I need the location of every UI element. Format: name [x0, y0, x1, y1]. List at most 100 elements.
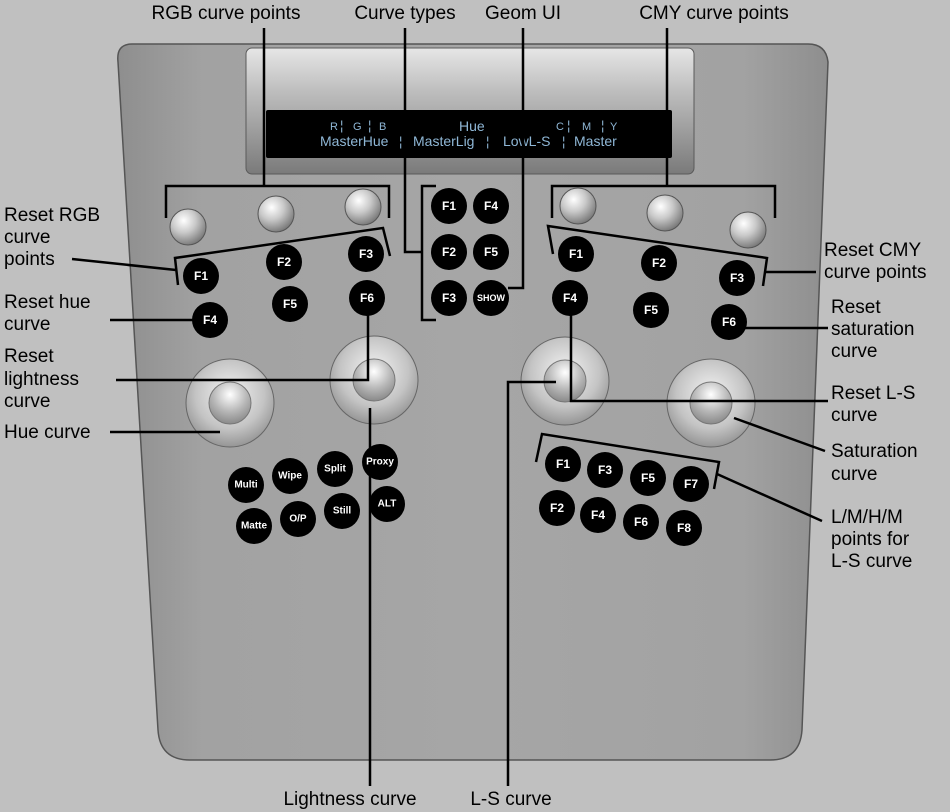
leader-lmhm-points: [716, 472, 823, 523]
svg-text:F6: F6: [634, 515, 648, 529]
svg-text:F4: F4: [484, 199, 498, 213]
svg-text:Wipe: Wipe: [278, 471, 302, 482]
leader-geom-ui: [508, 28, 525, 290]
display-curve-masterlig: MasterLig: [413, 133, 474, 149]
saturation-trackball[interactable]: [666, 358, 756, 448]
label-lmhm-line1: L/M/H/M: [831, 507, 903, 528]
label-reset-saturation-line3: curve: [831, 341, 877, 362]
svg-text:F3: F3: [359, 247, 373, 261]
key-left-f3[interactable]: F3: [348, 236, 384, 272]
svg-text:F2: F2: [550, 501, 564, 515]
svg-text:F4: F4: [591, 508, 605, 522]
reset-lightness-key-f6[interactable]: F6: [349, 280, 385, 316]
matte-key[interactable]: Matte: [236, 508, 272, 544]
svg-text:F5: F5: [484, 245, 498, 259]
ls-point-key-f1[interactable]: F1: [545, 446, 581, 482]
show-key[interactable]: SHOW: [473, 280, 509, 316]
label-reset-hue-line2: curve: [4, 314, 50, 335]
curve-type-key-f2[interactable]: F2: [431, 234, 467, 270]
label-reset-lightness-line2: lightness: [4, 369, 79, 390]
svg-text:ALT: ALT: [378, 499, 397, 510]
still-key[interactable]: Still: [324, 493, 360, 529]
cmy-knob-2[interactable]: [646, 194, 684, 232]
multi-key[interactable]: Multi: [228, 467, 264, 503]
svg-text:Multi: Multi: [234, 480, 258, 491]
label-lmhm-line3: L-S curve: [831, 551, 912, 572]
display-separator: ¦: [399, 134, 402, 149]
svg-text:F3: F3: [442, 291, 456, 305]
cmy-knob-1[interactable]: [559, 187, 597, 225]
display-label-y: Y: [610, 121, 618, 133]
leader-curve-types: [403, 28, 422, 254]
svg-text:F1: F1: [442, 199, 456, 213]
split-key[interactable]: Split: [317, 451, 353, 487]
hue-trackball[interactable]: [185, 358, 275, 448]
svg-text:Proxy: Proxy: [366, 457, 394, 468]
ls-point-key-f5[interactable]: F5: [630, 460, 666, 496]
svg-text:F2: F2: [652, 256, 666, 270]
key-right-f2[interactable]: F2: [641, 245, 677, 281]
display-curve-masterhue: MasterHue: [320, 133, 389, 149]
reset-cmy-key-f3[interactable]: F3: [719, 260, 755, 296]
rgb-knob-3[interactable]: [344, 188, 382, 226]
svg-text:F1: F1: [569, 247, 583, 261]
key-right-f5[interactable]: F5: [633, 292, 669, 328]
display-separator: ¦: [368, 118, 371, 133]
leader-reset-ls: [569, 312, 828, 403]
svg-text:F2: F2: [442, 245, 456, 259]
ls-point-key-f2[interactable]: F2: [539, 490, 575, 526]
label-cmy-curve-points: CMY curve points: [639, 3, 789, 24]
svg-text:F3: F3: [730, 271, 744, 285]
output-key[interactable]: O/P: [280, 501, 316, 537]
lightness-trackball[interactable]: [329, 335, 419, 425]
label-reset-saturation-line2: saturation: [831, 319, 914, 340]
svg-text:F1: F1: [194, 269, 208, 283]
label-saturation-curve-line1: Saturation: [831, 441, 918, 462]
proxy-key[interactable]: Proxy: [362, 444, 398, 480]
svg-text:F3: F3: [598, 463, 612, 477]
ls-point-key-f4[interactable]: F4: [580, 497, 616, 533]
reset-rgb-key-f1[interactable]: F1: [183, 258, 219, 294]
svg-text:F6: F6: [360, 291, 374, 305]
rgb-knob-bracket: [164, 184, 391, 218]
wipe-key[interactable]: Wipe: [272, 458, 308, 494]
ls-point-key-f7[interactable]: F7: [673, 466, 709, 502]
reset-hue-key-f4[interactable]: F4: [192, 302, 228, 338]
leader-saturation-curve: [733, 416, 826, 453]
ls-trackball[interactable]: [520, 336, 610, 426]
label-reset-lightness-line1: Reset: [4, 346, 54, 367]
leader-reset-lightness: [116, 304, 370, 382]
display-label-g: G: [353, 121, 362, 133]
curve-type-key-f1[interactable]: F1: [431, 188, 467, 224]
display-separator: ¦: [486, 134, 489, 149]
label-lightness-curve: Lightness curve: [283, 789, 416, 810]
ls-keys-bracket: [534, 432, 721, 490]
label-reset-ls-line2: curve: [831, 405, 877, 426]
label-reset-rgb-line2: curve: [4, 227, 50, 248]
rgb-knob-2[interactable]: [257, 195, 295, 233]
svg-text:Matte: Matte: [241, 521, 268, 532]
curve-type-key-f3[interactable]: F3: [431, 280, 467, 316]
key-left-f2[interactable]: F2: [266, 244, 302, 280]
key-right-f1[interactable]: F1: [558, 236, 594, 272]
label-hue-curve: Hue curve: [4, 422, 91, 443]
cmy-knob-3[interactable]: [729, 211, 767, 249]
svg-text:F7: F7: [684, 477, 698, 491]
label-reset-hue-line1: Reset hue: [4, 292, 91, 313]
ls-point-key-f6[interactable]: F6: [623, 504, 659, 540]
label-saturation-curve-line2: curve: [831, 464, 877, 485]
reset-ls-key-f4[interactable]: F4: [552, 280, 588, 316]
rgb-knob-1[interactable]: [169, 208, 207, 246]
key-left-f5[interactable]: F5: [272, 286, 308, 322]
ls-point-key-f8[interactable]: F8: [666, 510, 702, 546]
alt-key[interactable]: ALT: [369, 486, 405, 522]
svg-text:F6: F6: [722, 315, 736, 329]
ls-point-key-f3[interactable]: F3: [587, 452, 623, 488]
display-label-m: M: [582, 121, 591, 133]
curve-type-key-f5[interactable]: F5: [473, 234, 509, 270]
curve-type-key-f4[interactable]: F4: [473, 188, 509, 224]
svg-text:F4: F4: [203, 313, 217, 327]
label-reset-rgb-line1: Reset RGB: [4, 205, 100, 226]
reset-saturation-key-f6[interactable]: F6: [711, 304, 747, 340]
